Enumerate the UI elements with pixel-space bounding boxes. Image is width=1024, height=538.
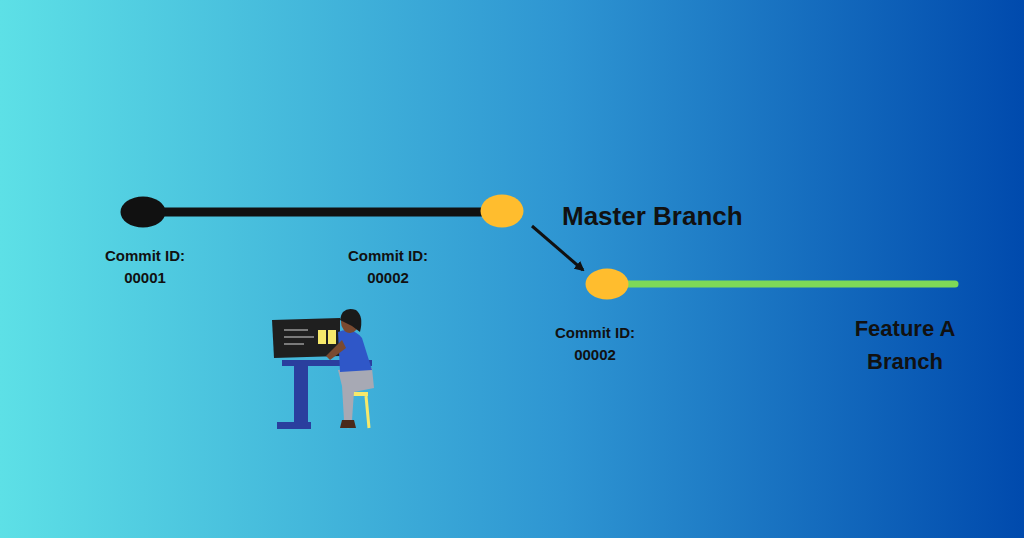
master-branch-line [162, 208, 482, 217]
branch-label: Feature A Branch [840, 312, 970, 378]
branch-label: Master Branch [562, 197, 743, 236]
commit-dot [585, 268, 629, 300]
commit-dot [120, 196, 166, 228]
branch-arrow [532, 226, 583, 270]
commit-label: Commit ID: 00002 [545, 322, 645, 366]
commit-label: Commit ID: 00001 [95, 245, 195, 289]
commit-dot [480, 194, 524, 228]
commit-label: Commit ID: 00002 [338, 245, 438, 289]
developer-illustration [272, 309, 374, 429]
feature-branch-line [626, 281, 955, 288]
